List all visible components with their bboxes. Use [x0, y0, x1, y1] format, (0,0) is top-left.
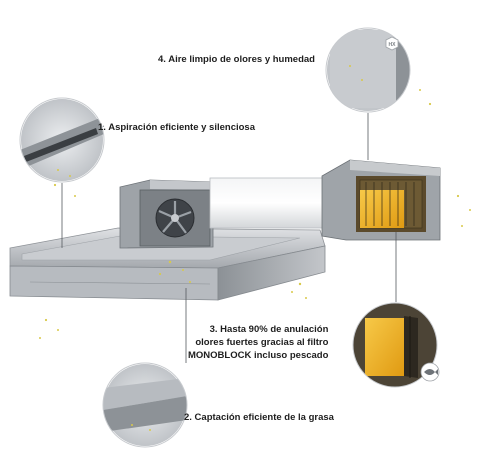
- callout-aire: 4. Aire limpio de olores y humedad: [158, 54, 315, 65]
- detail-circle-filtro: [352, 302, 440, 388]
- callout-anulacion: 3. Hasta 90% de anulación olores fuertes…: [188, 323, 328, 362]
- hood-panel: [9, 227, 326, 301]
- fan-housing: [119, 179, 214, 249]
- callout-anulacion-line-2: olores fuertes gracias al filtro: [195, 337, 329, 348]
- callout-anulacion-line-3: MONOBLOCK incluso pescado: [188, 350, 329, 361]
- monoblock-filter-box: [321, 159, 441, 241]
- hx-badge-icon: [385, 36, 399, 51]
- hx-badge-text: HX: [389, 42, 397, 48]
- fish-glyph: [424, 369, 438, 375]
- detail-circle-captacion: [102, 362, 188, 448]
- callout-anulacion-line-1: 3. Hasta 90% de anulación: [209, 324, 329, 335]
- detail-circle-aire: HX: [325, 27, 411, 113]
- callout-aspiracion: 1. Aspiración eficiente y silenciosa: [98, 122, 255, 133]
- callout-captacion: 2. Captación eficiente de la grasa: [184, 412, 334, 423]
- detail-circle-aspiracion: [19, 97, 105, 183]
